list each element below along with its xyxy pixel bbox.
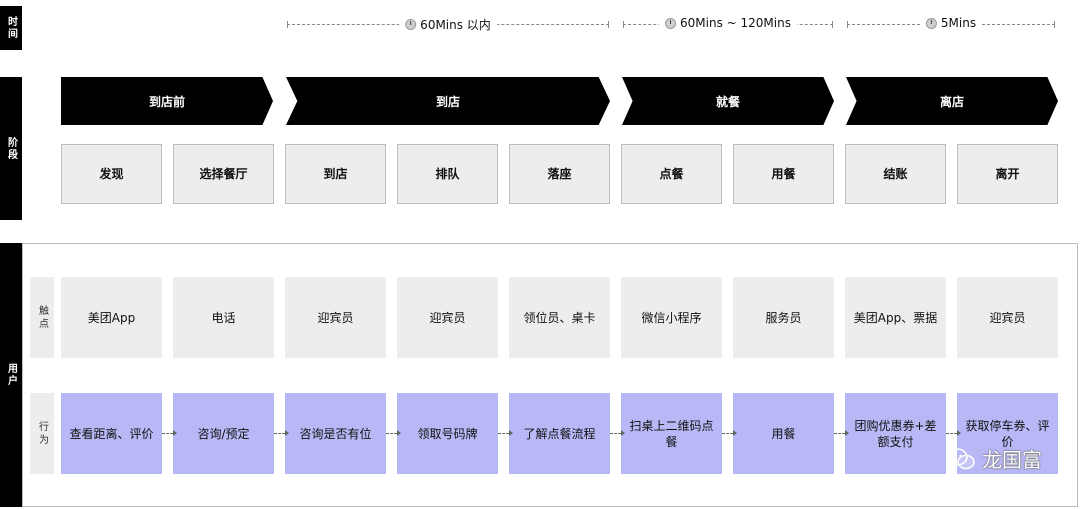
time-segment: 60Mins 以内 xyxy=(287,16,609,33)
time-segment: 5Mins xyxy=(847,16,1055,30)
stage-label: 就餐 xyxy=(715,94,740,109)
stage-label: 阶段 xyxy=(0,77,22,220)
behavior-box: 了解点餐流程 xyxy=(509,393,610,474)
sub-step: 点餐 xyxy=(621,144,722,204)
flow-arrow-icon xyxy=(386,430,401,436)
time-label: 时间 xyxy=(0,6,22,50)
sub-step: 发现 xyxy=(61,144,162,204)
flow-arrow-icon xyxy=(610,430,625,436)
stage-label: 到店 xyxy=(435,94,460,109)
stage-arrow: 就餐 xyxy=(622,77,834,125)
touchpoint-box: 美团App xyxy=(61,277,162,358)
touchpoint-box: 迎宾员 xyxy=(397,277,498,358)
touchpoint-row-label: 触点 xyxy=(30,277,54,358)
stage-arrow: 到店前 xyxy=(61,77,273,125)
flow-arrow-icon xyxy=(498,430,513,436)
user-label: 用户 xyxy=(0,243,22,507)
sub-step: 落座 xyxy=(509,144,610,204)
stage-arrow: 离店 xyxy=(846,77,1058,125)
wechat-icon xyxy=(946,447,975,469)
sub-step: 到店 xyxy=(285,144,386,204)
touchpoint-box: 迎宾员 xyxy=(285,277,386,358)
watermark-text: 龙国富 xyxy=(982,448,1042,472)
behavior-box: 扫桌上二维码点餐 xyxy=(621,393,722,474)
stage-label: 到店前 xyxy=(148,94,185,109)
touchpoint-box: 电话 xyxy=(173,277,274,358)
sub-step: 排队 xyxy=(397,144,498,204)
watermark: 龙国富 xyxy=(946,444,1042,473)
flow-arrow-icon xyxy=(834,430,849,436)
flow-arrow-icon xyxy=(946,430,961,436)
user-section xyxy=(22,243,1078,507)
touchpoint-box: 服务员 xyxy=(733,277,834,358)
sub-step: 用餐 xyxy=(733,144,834,204)
stage-label: 离店 xyxy=(939,94,964,109)
touchpoint-box: 迎宾员 xyxy=(957,277,1058,358)
behavior-box: 领取号码牌 xyxy=(397,393,498,474)
touchpoint-box: 领位员、桌卡 xyxy=(509,277,610,358)
time-segment-label: 60Mins ~ 120Mins xyxy=(680,16,791,30)
behavior-row-label: 行为 xyxy=(30,393,54,474)
sub-step: 选择餐厅 xyxy=(173,144,274,204)
flow-arrow-icon xyxy=(722,430,737,436)
behavior-box: 用餐 xyxy=(733,393,834,474)
clock-icon xyxy=(925,17,937,29)
stage-arrow: 到店 xyxy=(286,77,610,125)
touchpoint-box: 美团App、票据 xyxy=(845,277,946,358)
time-segment: 60Mins ~ 120Mins xyxy=(623,16,833,30)
behavior-box: 团购优惠券+差额支付 xyxy=(845,393,946,474)
clock-icon xyxy=(405,19,417,30)
time-segment-label: 5Mins xyxy=(940,16,977,30)
sub-step: 结账 xyxy=(845,144,946,204)
sub-step: 离开 xyxy=(957,144,1058,204)
behavior-box: 咨询/预定 xyxy=(173,393,274,474)
clock-icon xyxy=(665,17,677,29)
behavior-box: 查看距离、评价 xyxy=(61,393,162,474)
behavior-box: 咨询是否有位 xyxy=(285,393,386,474)
flow-arrow-icon xyxy=(274,430,289,436)
time-segment-label: 60Mins 以内 xyxy=(420,18,491,32)
flow-arrow-icon xyxy=(162,430,177,436)
touchpoint-box: 微信小程序 xyxy=(621,277,722,358)
